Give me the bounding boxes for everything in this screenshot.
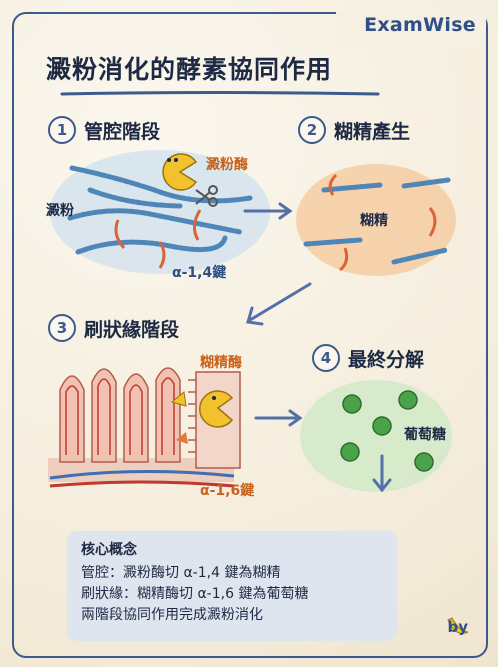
glucose-wash: [300, 380, 452, 492]
alpha-1-6-bond-label: α-1,6鍵: [200, 483, 255, 499]
key-concept-box: 核心概念 管腔：澱粉酶切 α-1,4 鍵為糊精 刷狀緣：糊精酶切 α-1,6 鍵…: [67, 531, 397, 641]
page-title: 澱粉消化的酵素協同作用: [46, 55, 333, 84]
starch-branches: [114, 209, 202, 269]
title-underline: [60, 91, 380, 96]
arrow-2-to-3: [246, 282, 312, 326]
step-3-number: 3: [48, 314, 76, 342]
banana-icon: [447, 617, 469, 634]
step-2-label: 糊精產生: [334, 120, 411, 143]
dextrin-branches: [328, 173, 437, 272]
step-2-number: 2: [298, 116, 326, 144]
step-4-header: 4 最終分解: [312, 344, 424, 372]
step-2-header: 2 糊精產生: [298, 116, 410, 144]
alpha-1-4-bond-label: α-1,4鍵: [172, 265, 227, 281]
key-concept-line: 刷狀緣：糊精酶切 α-1,6 鍵為葡萄糖: [81, 586, 309, 602]
dextrin-fragments: [303, 177, 451, 265]
enzyme-cleavage-mark: [170, 391, 187, 407]
key-concept-line: 兩階段協同作用完成澱粉消化: [81, 607, 263, 623]
step-1-label: 管腔階段: [84, 120, 161, 143]
byline: by: [447, 618, 468, 636]
amylase-enzyme-icon: [162, 153, 198, 191]
step-4-number: 4: [312, 344, 340, 372]
step-3-label: 刷狀緣階段: [84, 318, 180, 341]
page-frame: [12, 12, 488, 658]
key-concept-heading: 核心概念: [81, 542, 137, 558]
intestinal-villi: [48, 367, 235, 488]
key-concept-line: 管腔：澱粉酶切 α-1,4 鍵為糊精: [81, 565, 281, 581]
brand-tab: [336, 12, 486, 46]
step-1-header: 1 管腔階段: [48, 116, 160, 144]
step-1-number: 1: [48, 116, 76, 144]
absorption-arrow: [372, 454, 392, 493]
glucose-molecules: [340, 390, 434, 472]
starch-label: 澱粉: [46, 203, 74, 219]
step-3-header: 3 刷狀緣階段: [48, 314, 179, 342]
step-4-label: 最終分解: [348, 348, 425, 371]
dextrin-wash: [296, 164, 456, 276]
glucose-label: 葡萄糖: [404, 427, 446, 443]
starch-chains: [67, 165, 253, 255]
brand-logo: ExamWise: [364, 14, 476, 36]
arrow-3-to-4: [254, 409, 303, 427]
bond-cleavage-mark: [176, 432, 188, 444]
arrow-1-to-2: [243, 202, 293, 220]
dextrinase-enzyme-icon: [199, 390, 234, 428]
dextrin-label: 糊精: [360, 213, 388, 229]
dextrinase-label: 糊精酶: [200, 355, 242, 371]
scissors-icon: [195, 185, 218, 207]
amylase-label: 澱粉酶: [206, 157, 248, 173]
